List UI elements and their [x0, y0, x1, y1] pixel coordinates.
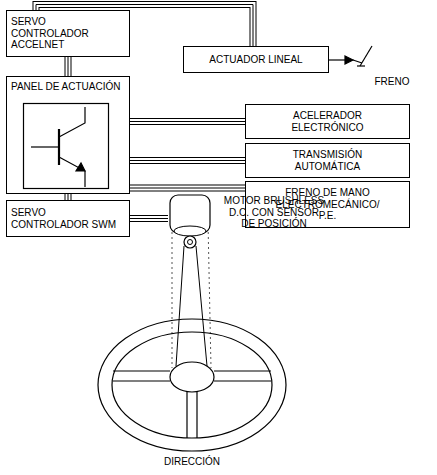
- triple-bus-line: [130, 188, 245, 189]
- bus-outer: [130, 185, 245, 192]
- bus-core: [68, 57, 69, 76]
- node-text: TRANSMISIÓN AUTOMÁTICA: [278, 149, 378, 172]
- bus-outer: [130, 118, 245, 125]
- bus-gap: [130, 119, 245, 124]
- controller-box: SERVO CONTROLADOR SWM: [6, 200, 130, 237]
- triple-bus-line: [68, 57, 69, 76]
- triple-bus-line: [130, 160, 245, 161]
- transistor-symbol: [23, 103, 109, 189]
- node-text: PANEL DE ACTUACIÓN: [11, 81, 120, 93]
- motor-node: MOTOR BRUSHLESS D.C. CON SENSOR DE POSIC…: [168, 193, 212, 249]
- process-box: TRANSMISIÓN AUTOMÁTICA: [245, 143, 410, 178]
- bus-core: [130, 218, 168, 219]
- bus-core: [130, 121, 245, 122]
- bus-gap: [130, 158, 245, 163]
- motor-symbol: [168, 193, 212, 249]
- controller-box: SERVO CONTROLADOR ACCELNET: [6, 10, 130, 57]
- steering-wheel: [98, 319, 286, 451]
- drive-belt: [172, 222, 211, 368]
- bus-outer: [65, 57, 72, 76]
- node-text: ACTUADOR LINEAL: [209, 54, 302, 66]
- bus-outer: [130, 157, 245, 164]
- node-text: MOTOR BRUSHLESS D.C. CON SENSOR DE POSIC…: [222, 195, 326, 230]
- actuator-box: ACTUADOR LINEAL: [183, 46, 329, 73]
- bus-gap: [130, 216, 168, 221]
- bus-gap: [66, 57, 71, 76]
- triple-bus-line: [130, 218, 168, 219]
- panel-box: PANEL DE ACTUACIÓN: [6, 76, 130, 194]
- node-text: ACELERADOR ELECTRÓNICO: [278, 110, 378, 133]
- triple-bus-line: [130, 121, 245, 122]
- part-label: DIRECCIÓN: [142, 456, 242, 468]
- bus-gap: [130, 186, 245, 191]
- node-text: SERVO CONTROLADOR ACCELNET: [11, 16, 125, 51]
- node-text: SERVO CONTROLADOR SWM: [11, 207, 125, 230]
- part-label: FRENO: [362, 76, 422, 88]
- process-box: ACELERADOR ELECTRÓNICO: [245, 104, 410, 139]
- brake-pedal: [329, 46, 372, 66]
- bus-core: [130, 188, 245, 189]
- bus-outer: [130, 215, 168, 222]
- bus-core: [130, 160, 245, 161]
